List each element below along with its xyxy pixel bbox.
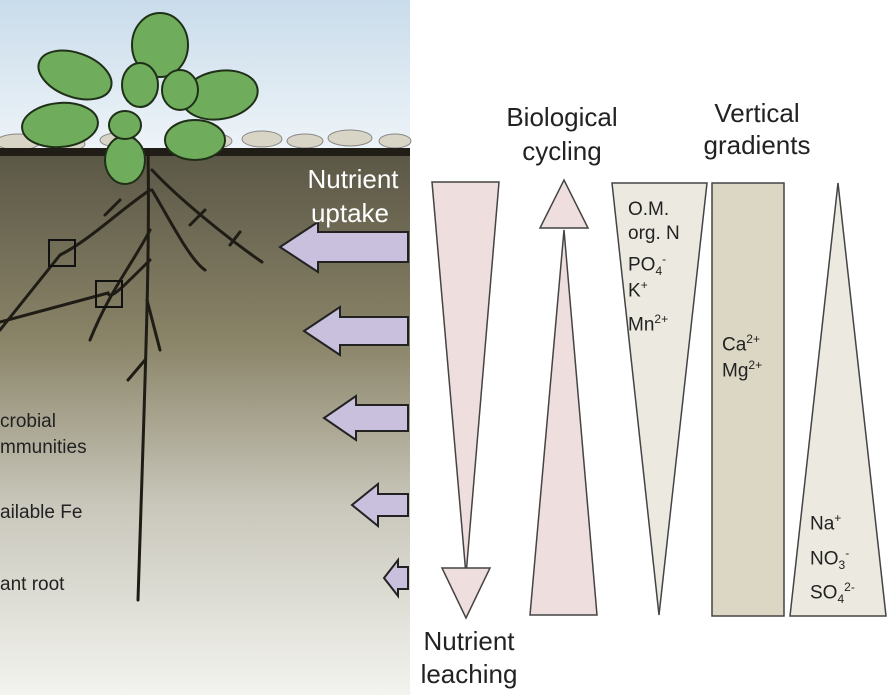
- no3-label: NO3-: [810, 546, 850, 573]
- nutrient-leaching-line1: Nutrient: [423, 626, 515, 656]
- leaching-arrowhead: [440, 567, 492, 620]
- na-label: Na+: [810, 511, 842, 535]
- vertical-gradients-line1: Vertical: [714, 98, 800, 128]
- available-fe-label: ailable Fe: [0, 502, 83, 523]
- k-label: K+: [628, 278, 648, 302]
- cycling-arrowhead: [538, 178, 590, 229]
- mobile-ion-triangle: [789, 182, 887, 617]
- uptake-arrows: [278, 220, 409, 599]
- biological-cycling-line1: Biological: [506, 102, 618, 132]
- plant-root-label: ant root: [0, 574, 65, 595]
- organic-gradient-triangle: [611, 182, 708, 616]
- plant-rosette: [21, 12, 259, 185]
- nutrient-uptake-line1: Nutrient: [307, 164, 399, 194]
- uptake-arrow-4: [350, 481, 409, 529]
- uptake-arrow-5: [382, 557, 409, 599]
- vertical-gradients-line2: gradients: [703, 130, 811, 160]
- mg-label: Mg2+: [722, 358, 763, 382]
- po4-label: PO4-: [628, 252, 667, 279]
- uptake-arrow-2: [302, 305, 409, 357]
- om-label: O.M.: [628, 199, 670, 220]
- soil-panel: [0, 0, 412, 695]
- communities-label: mmunities: [0, 437, 87, 458]
- leaching-triangle: [431, 181, 500, 576]
- root-box-1: [48, 239, 76, 267]
- cycling-triangle: [529, 229, 598, 616]
- nutrient-uptake-line2: uptake: [310, 198, 390, 228]
- org-n-label: org. N: [628, 223, 680, 244]
- microbial-label: crobial: [0, 411, 56, 432]
- uptake-arrow-3: [322, 394, 409, 442]
- root-box-2: [95, 280, 123, 308]
- ca-label: Ca2+: [722, 332, 760, 356]
- uptake-arrow-1: [278, 220, 409, 274]
- mn-label: Mn2+: [628, 312, 669, 336]
- nutrient-leaching-line2: leaching: [420, 659, 518, 689]
- plant-root-system: [0, 148, 264, 602]
- so4-label: SO42-: [810, 580, 855, 607]
- biological-cycling-line2: cycling: [522, 136, 602, 166]
- ca-mg-column: [711, 182, 785, 617]
